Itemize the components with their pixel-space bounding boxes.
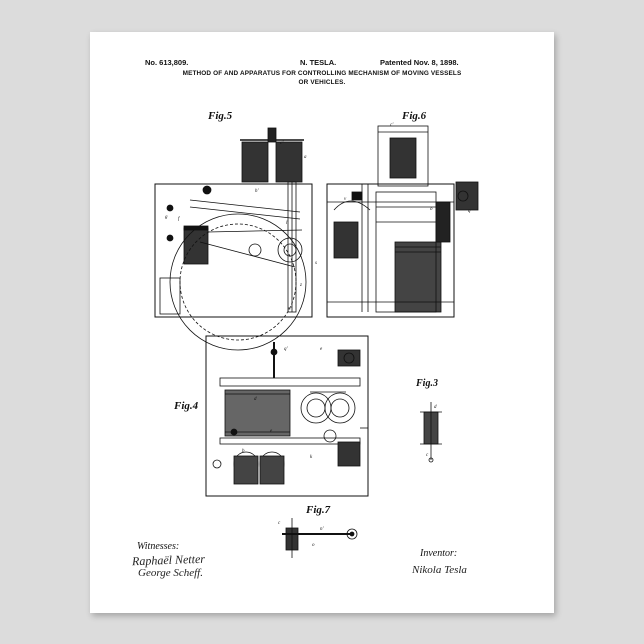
svg-text:n': n' [320,527,325,532]
svg-text:d: d [434,405,437,410]
svg-text:e: e [320,347,323,352]
svg-text:h': h' [255,189,260,194]
svg-text:c: c [426,453,429,458]
svg-text:s: s [315,261,317,266]
svg-text:c': c' [390,123,394,128]
svg-text:o: o [430,207,433,212]
patent-poster: No. 613,809. N. TESLA. Patented Nov. 8, … [90,32,554,613]
inventor-signature: Nikola Tesla [412,564,467,576]
svg-text:o: o [312,543,315,548]
fig-4-drawing [206,336,368,496]
svg-text:f: f [178,217,180,222]
svg-text:a: a [304,155,307,160]
witnesses-label: Witnesses: [137,541,179,552]
svg-text:g: g [165,215,168,220]
witness-signature-2: George Scheff. [138,567,203,579]
fig-6-drawing [327,126,478,317]
svg-text:b: b [242,449,245,454]
svg-text:q': q' [284,347,289,352]
patent-drawing: c' a h' l g f s z n' c' o q v q' e d e b… [90,32,554,613]
svg-text:k: k [310,455,313,460]
svg-text:c: c [278,521,281,526]
fig-5-drawing [155,128,312,350]
inventor-label: Inventor: [420,548,457,559]
fig-3-drawing [420,402,442,462]
svg-text:z: z [299,283,302,288]
fig-7-drawing [282,518,357,558]
